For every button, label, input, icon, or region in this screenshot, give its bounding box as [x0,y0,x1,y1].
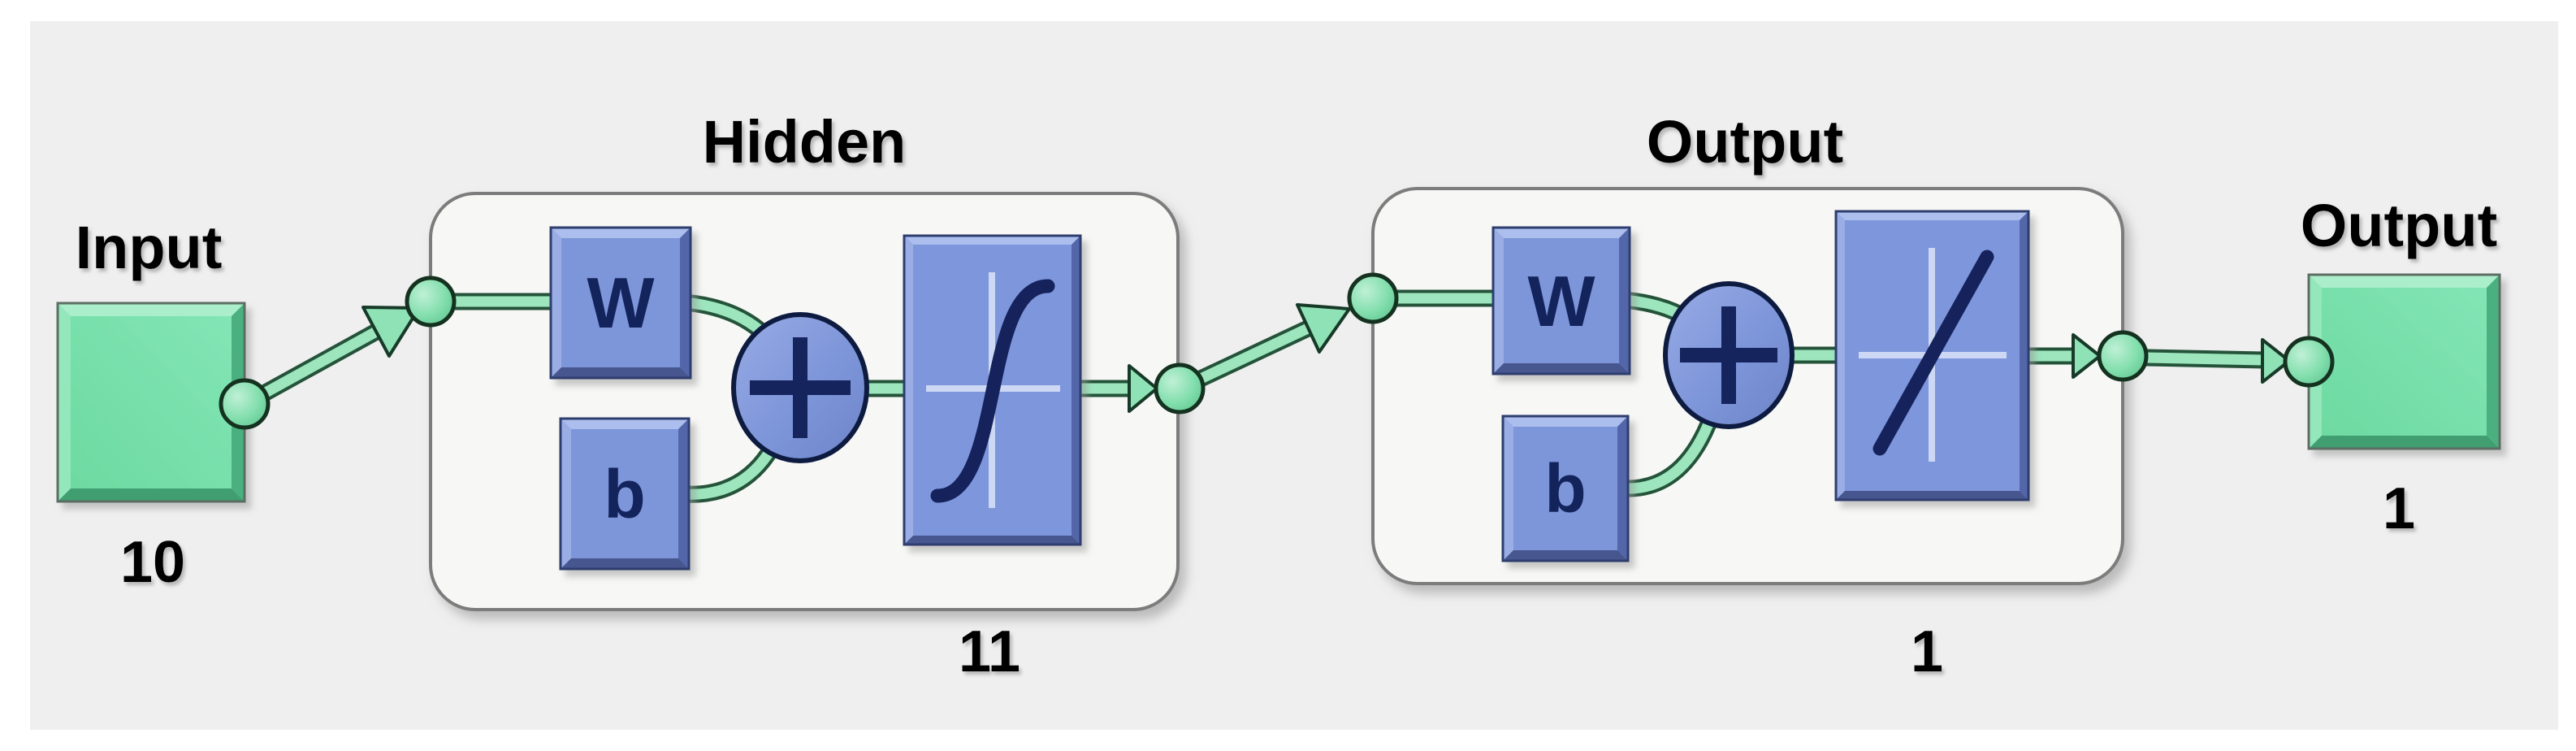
output-transfer-block [1834,210,2030,501]
block-face [1493,228,1630,374]
hidden-weight-block [549,226,692,380]
output-entry-node [1347,272,1399,324]
input-label: Input [76,214,223,281]
arrowhead-icon [1128,364,1158,413]
connector-hidden-to-output [1192,303,1351,388]
connector-input-to-hidden [257,306,421,402]
plus-icon [750,337,851,438]
hidden-neuron-count: 11 [959,619,1020,684]
hidden-weight-label: W [587,263,654,343]
output-block-face [2309,275,2500,449]
output-layer-title: Output [1647,108,1843,176]
hidden-transfer-block [903,234,1082,546]
output-exit-node [2097,330,2149,382]
output-sum-junction [1663,281,1795,429]
hidden-entry-node [405,276,457,328]
input-signal-node [219,378,271,430]
output-neuron-count: 1 [1911,619,1943,684]
arrowhead-icon [2072,333,2102,379]
hidden-layer-exit-line [1072,364,1158,413]
arrowhead-icon [362,306,421,358]
output-weight-label: W [1527,261,1595,341]
hidden-layer-title: Hidden [703,108,907,176]
block-face [561,419,689,569]
linear-line-icon [1872,250,1994,456]
output-bias-to-sum-curve [1614,409,1720,497]
output-dimension: 1 [2383,476,2415,541]
hidden-bias-label: b [604,456,645,532]
hidden-bias-block [559,417,691,571]
output-weight-block [1491,226,1631,376]
sigmoid-curve-icon [930,279,1055,503]
diagram-panel [30,21,2558,730]
output-bias-label: b [1544,450,1586,527]
block-face [551,228,691,378]
hidden-exit-node [1154,362,1206,415]
input-block [56,302,246,503]
arrowhead-icon [2261,338,2291,384]
output-layer-exit-line [2020,333,2102,379]
output-label: Output [2301,192,2497,259]
input-block-face [58,303,245,501]
output-bias-block [1501,415,1630,562]
plus-icon [1680,306,1777,404]
input-dimension: 10 [120,530,185,595]
result-signal-node [2283,336,2335,388]
arrowhead-icon [1296,303,1351,354]
block-face [1503,416,1628,561]
connector-output-to-result [2137,338,2291,384]
hidden-sum-junction [731,312,869,463]
output-block [2307,273,2501,450]
